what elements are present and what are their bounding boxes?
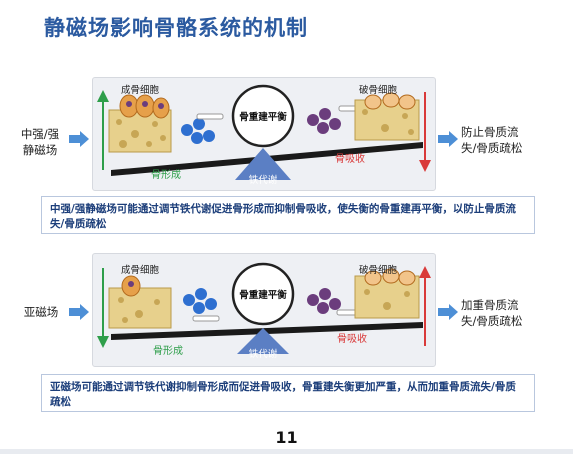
bottom-formation-down-arrow-icon bbox=[97, 268, 109, 348]
bottom-resorption-label: 骨吸收 bbox=[337, 334, 367, 345]
top-iron-label: 铁代谢 bbox=[248, 175, 278, 186]
top-balance-label: 骨重建平衡 bbox=[239, 112, 287, 123]
bottom-bar bbox=[0, 449, 573, 454]
bottom-seesaw-beam bbox=[111, 322, 423, 340]
bottom-output-arrow-icon bbox=[438, 304, 458, 320]
bottom-right-label: 加重骨质流 失/骨质疏松 bbox=[461, 298, 523, 328]
top-bone-matrix-right bbox=[354, 92, 420, 141]
bottom-iron-particles-icon bbox=[183, 288, 220, 322]
top-osteoblast-cells-icon bbox=[119, 94, 170, 119]
top-osteoblast-label: 成骨细胞 bbox=[121, 85, 160, 96]
bottom-bone-matrix-right bbox=[354, 268, 420, 319]
top-balance-circle bbox=[231, 84, 295, 148]
bottom-left-label: 亚磁场 bbox=[23, 305, 59, 319]
bottom-caption: 亚磁场可能通过调节铁代谢抑制骨形成而促进骨吸收，骨重建失衡更加严重，从而加重骨质… bbox=[41, 374, 535, 412]
top-right-label: 防止骨质流 失/骨质疏松 bbox=[461, 125, 523, 155]
bottom-balance-label: 骨重建平衡 bbox=[239, 290, 287, 301]
top-iron-pivot bbox=[235, 148, 291, 180]
top-caption: 中强/强静磁场可能通过调节铁代谢促进骨形成而抑制骨吸收，使失衡的骨重建再平衡，以… bbox=[41, 196, 535, 234]
page-title: 静磁场影响骨骼系统的机制 bbox=[44, 16, 308, 40]
bottom-bone-matrix-left bbox=[108, 275, 172, 329]
bottom-input-arrow-icon bbox=[69, 304, 89, 320]
top-formation-up-arrow-icon bbox=[97, 90, 109, 170]
top-resorption-down-arrow-icon bbox=[419, 92, 431, 172]
bottom-diagram-panel: 成骨细胞 破骨细胞 骨重建平衡 骨形成 骨吸收 铁代谢 bbox=[92, 253, 436, 367]
bottom-balance-circle bbox=[231, 262, 295, 326]
top-osteoclast-label: 破骨细胞 bbox=[359, 85, 398, 96]
top-osteoclast-cluster-icon bbox=[307, 105, 360, 134]
bottom-iron-pivot bbox=[237, 328, 289, 354]
top-iron-particles-icon bbox=[181, 113, 224, 144]
bottom-osteoblast-label: 成骨细胞 bbox=[121, 265, 160, 276]
bottom-iron-label: 铁代谢 bbox=[248, 349, 278, 360]
top-output-arrow-icon bbox=[438, 131, 458, 147]
top-input-arrow-icon bbox=[69, 131, 89, 147]
bottom-osteoclast-label: 破骨细胞 bbox=[359, 265, 398, 276]
top-diagram-panel: 成骨细胞 破骨细胞 骨重建平衡 骨形成 骨吸收 铁代谢 bbox=[92, 77, 436, 191]
top-resorption-label: 骨吸收 bbox=[335, 154, 365, 165]
page-number: 11 bbox=[275, 428, 298, 447]
top-formation-label: 骨形成 bbox=[151, 170, 181, 181]
top-left-label: 中强/强 静磁场 bbox=[20, 127, 60, 157]
bottom-osteoclast-cluster-icon bbox=[307, 288, 358, 316]
bottom-formation-label: 骨形成 bbox=[153, 346, 183, 357]
bottom-resorption-up-arrow-icon bbox=[419, 266, 431, 346]
